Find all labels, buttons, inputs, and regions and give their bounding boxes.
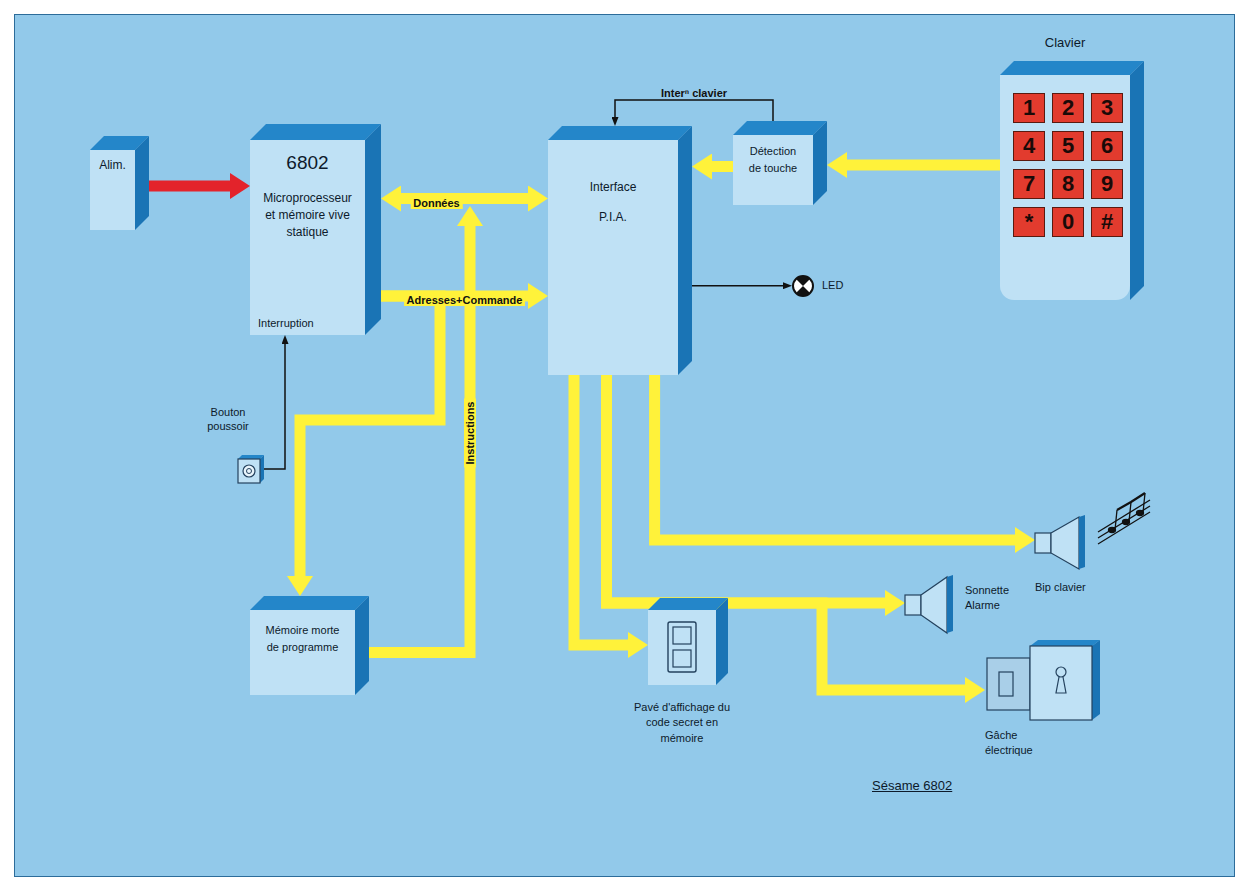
signal-line [615,100,773,121]
node-label: Bip clavier [1035,581,1125,593]
keypad-key: 6 [1091,131,1123,161]
bus-label: Adresses+Commande [404,294,526,306]
alarm-bell-graphic [905,575,960,635]
node-text: Microprocesseur et mémoire vive statique [260,190,356,240]
signal-line [692,285,783,287]
keypad-key: 7 [1013,169,1045,199]
node-label: Sonnette Alarme [965,583,1027,614]
node-label: LED [822,279,862,291]
bus-arrow [369,226,470,653]
bus-label: Interⁿ clavier [658,87,730,99]
signal-line [264,344,285,469]
node-label: Bouton poussoir [196,405,260,434]
node-text: P.I.A. [599,210,627,224]
keypad-key: 4 [1013,131,1045,161]
keypad-key: 2 [1052,93,1084,123]
push-button: Bouton poussoir [238,455,264,483]
led: LED [792,275,814,297]
node-label: Pavé d'affichage du code secret en mémoi… [626,700,738,746]
speaker: Bip clavier [1035,515,1095,571]
node-label: 6802 [286,152,328,174]
bus-arrow [847,160,1000,171]
bus-label: Données [410,197,462,209]
node-label: Gâche électrique [985,728,1065,759]
electric-strike-graphic [985,640,1105,720]
power-arrow [149,181,230,192]
keypad-key: 1 [1013,93,1045,123]
bus-arrow [655,375,1015,540]
rom-box: Mémoire morte de programme [250,610,355,695]
speaker-graphic [1035,515,1095,571]
electric-strike: Gâche électrique [985,640,1105,720]
key-detect-box: Détection de touche [733,135,813,205]
node-label: Interface [590,180,637,194]
keypad-key: 8 [1052,169,1084,199]
keypad-key: * [1013,207,1045,237]
keypad-key: 5 [1052,131,1084,161]
keypad-key: 0 [1052,207,1084,237]
bus-arrow [607,375,886,603]
bus-arrow [607,375,966,690]
bus-arrow [300,296,440,576]
node-label: Clavier [1000,35,1130,50]
bus-arrow [574,375,628,645]
node-label: Mémoire morte de programme [261,622,345,655]
interface-box: InterfaceP.I.A. [548,140,678,375]
seven-segment-display: Pavé d'affichage du code secret en mémoi… [648,610,716,685]
keypad-key: 9 [1091,169,1123,199]
push-button-graphic [238,455,264,483]
power-box: Alim. [90,150,135,230]
bus-arrow [712,161,733,172]
node-label: Détection de touche [746,143,800,176]
led-graphic [792,275,814,297]
keypad-key: 3 [1091,93,1123,123]
node-label: Alim. [99,158,126,172]
bus-label: Instructions [464,399,476,468]
music-notes [1098,493,1150,544]
key-grid: 123 456 789 *0# [1013,93,1123,237]
processor-box: 6802Microprocesseur et mémoire vive stat… [250,140,365,335]
keypad-key: # [1091,207,1123,237]
keypad: Clavier123456789*0# [1000,75,1130,300]
node-text: Interruption [258,317,314,329]
seven-segment-display-graphic [648,610,716,685]
alarm-bell: Sonnette Alarme [905,575,960,635]
